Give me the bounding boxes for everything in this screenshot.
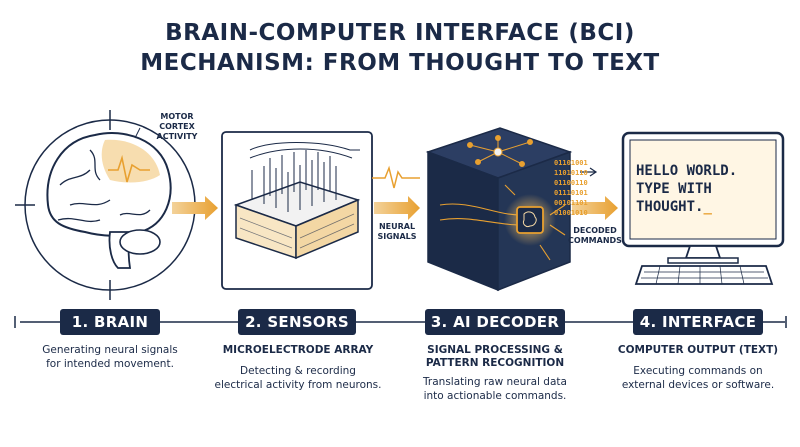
screen-line-2: TYPE WITH bbox=[636, 181, 712, 197]
arrow-3-icon bbox=[572, 196, 618, 220]
small-arrow-icon bbox=[580, 167, 598, 177]
step-4-desc-line1: Executing commands on bbox=[633, 365, 763, 377]
binary-line: 01110101 bbox=[554, 189, 588, 197]
decoded-commands-label: DECODED COMMANDS bbox=[566, 226, 624, 246]
page-title-line1: BRAIN-COMPUTER INTERFACE (BCI) bbox=[165, 20, 635, 46]
microelectrode-array-illustration bbox=[221, 131, 373, 290]
decoded-commands-label-line2: COMMANDS bbox=[568, 236, 622, 245]
step-4-description: Executing commands on external devices o… bbox=[604, 364, 792, 392]
step-1-badge: 1. BRAIN bbox=[60, 309, 160, 335]
page-title-line2: MECHANISM: FROM THOUGHT TO TEXT bbox=[140, 50, 660, 76]
step-2-badge: 2. SENSORS bbox=[238, 309, 356, 335]
decoded-commands-label-line1: DECODED bbox=[573, 226, 617, 235]
computer-monitor-illustration bbox=[621, 131, 785, 285]
motor-cortex-label-line2: ACTIVITY bbox=[156, 132, 198, 141]
text-cursor: _ bbox=[703, 199, 712, 215]
step-3-subtitle: SIGNAL PROCESSING & PATTERN RECOGNITION bbox=[410, 344, 580, 370]
screen-line-3: THOUGHT. bbox=[636, 199, 704, 215]
arrow-2-icon bbox=[374, 196, 420, 220]
step-3-badge: 3. AI DECODER bbox=[425, 309, 565, 335]
screen-line-1: HELLO WORLD. bbox=[636, 163, 738, 179]
step-4-desc-line2: external devices or software. bbox=[621, 379, 775, 391]
neural-signals-label: NEURAL SIGNALS bbox=[374, 222, 420, 242]
step-2-subtitle: MICROELECTRODE ARRAY bbox=[222, 344, 374, 356]
neural-wave-icon bbox=[372, 165, 420, 189]
ai-decoder-cube-illustration bbox=[425, 127, 573, 292]
arrow-1-icon bbox=[172, 196, 218, 220]
step-1-desc-line2: for intended movement. bbox=[46, 358, 174, 370]
step-1-description: Generating neural signals for intended m… bbox=[20, 343, 200, 371]
binary-line: 01001010 bbox=[554, 209, 588, 217]
step-3-subtitle-line1: SIGNAL PROCESSING & bbox=[427, 344, 563, 356]
binary-line: 00101101 bbox=[554, 199, 588, 207]
step-3-desc-line1: Translating raw neural data bbox=[423, 376, 567, 388]
step-1-desc-line1: Generating neural signals bbox=[42, 344, 178, 356]
motor-cortex-label: MOTOR CORTEX ACTIVITY bbox=[142, 112, 212, 142]
step-4-subtitle: COMPUTER OUTPUT (TEXT) bbox=[617, 344, 779, 356]
step-2-desc-line1: Detecting & recording bbox=[240, 365, 356, 377]
monitor-screen-text: HELLO WORLD. TYPE WITH THOUGHT._ bbox=[636, 162, 768, 216]
binary-stream: 01101001 11010110 01100110 01110101 0010… bbox=[554, 158, 614, 218]
motor-cortex-label-line1: MOTOR CORTEX bbox=[159, 112, 195, 131]
step-4-badge: 4. INTERFACE bbox=[633, 309, 763, 335]
step-3-subtitle-line2: PATTERN RECOGNITION bbox=[425, 357, 565, 369]
brain-illustration bbox=[15, 110, 196, 300]
step-2-description: Detecting & recording electrical activit… bbox=[200, 364, 396, 392]
binary-line: 11010110 bbox=[554, 169, 588, 177]
neural-signals-label-line1: NEURAL bbox=[378, 222, 416, 231]
step-3-desc-line2: into actionable commands. bbox=[423, 390, 567, 402]
neural-signals-label-line2: SIGNALS bbox=[377, 232, 417, 241]
binary-line: 01101001 bbox=[554, 159, 588, 167]
step-2-desc-line2: electrical activity from neurons. bbox=[214, 379, 382, 391]
binary-line: 01100110 bbox=[554, 179, 588, 187]
step-3-description: Translating raw neural data into actiona… bbox=[405, 375, 585, 403]
